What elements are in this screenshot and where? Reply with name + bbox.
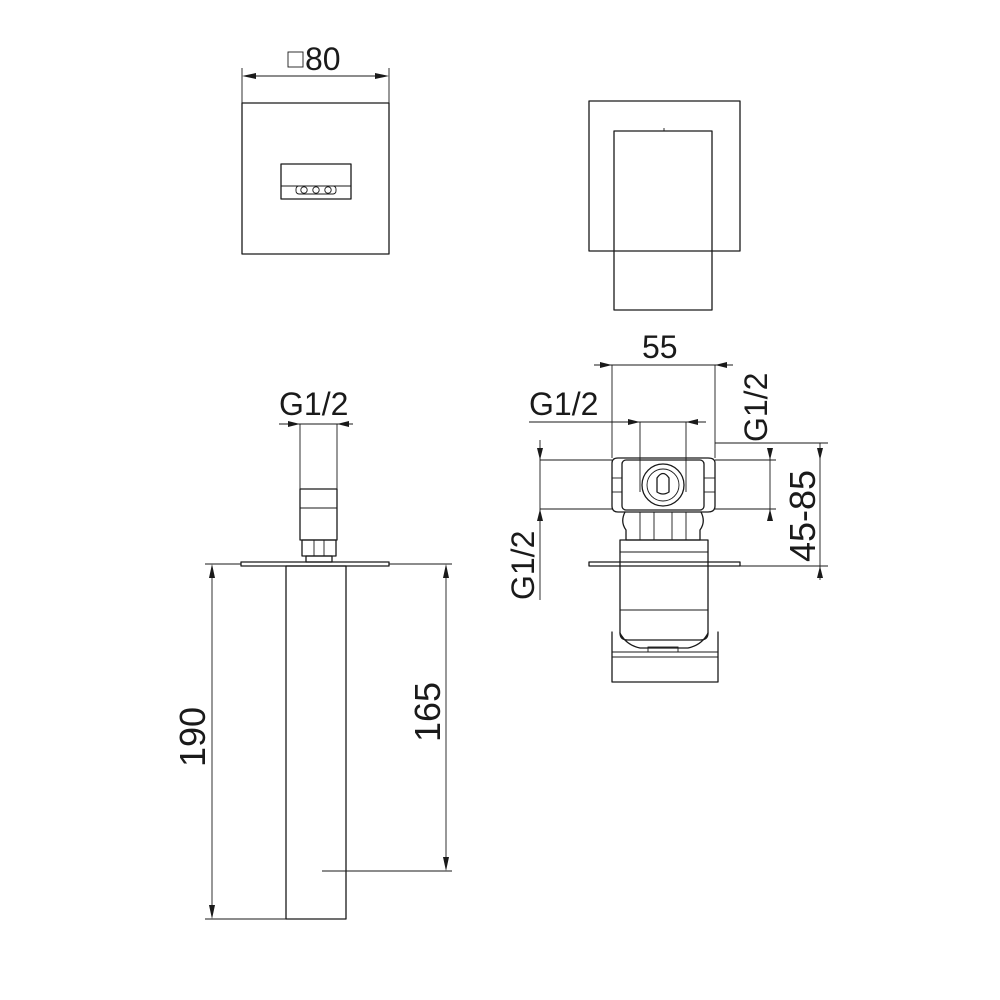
valve-base: [611, 631, 719, 683]
total-height-dimension: 190: [172, 563, 286, 920]
valve-left-thread-dimension: G1/2: [505, 440, 543, 600]
square-size-label: 80: [305, 41, 341, 77]
side-view: [588, 100, 741, 311]
spout-height-label: 165: [407, 682, 448, 742]
valve-right-thread-dimension: G1/2: [738, 373, 774, 521]
spout-height-dimension: 165: [322, 563, 452, 872]
outlet-window: [280, 163, 352, 200]
valve-inner-thread-dimension: G1/2: [529, 386, 706, 478]
wall-depth-dimension: 45-85: [715, 442, 828, 580]
square-plate: [241, 102, 390, 255]
square-symbol-icon: [287, 51, 304, 68]
total-height-label: 190: [172, 707, 213, 767]
valve-cartridge: [619, 539, 709, 649]
wall-depth-label: 45-85: [782, 470, 823, 562]
inlet-connector: [299, 488, 338, 563]
valve-cross: [611, 457, 716, 513]
valve-inner-thread-label: G1/2: [529, 386, 598, 422]
valve-width-label: 55: [642, 329, 678, 365]
spout-side-view: G1/2 190 165: [172, 386, 452, 920]
spout-body: [613, 130, 713, 311]
inlet-thread-dimension: G1/2: [279, 386, 353, 489]
valve-neck: [622, 511, 704, 541]
spout-bar: [285, 565, 347, 920]
front-view: 80: [241, 41, 390, 255]
valve-width-dimension: 55: [594, 329, 733, 458]
square-size-dimension: 80: [241, 41, 390, 103]
valve-wall-plate: [588, 561, 741, 567]
inlet-thread-label: G1/2: [279, 386, 348, 422]
valve-left-thread-label: G1/2: [505, 531, 541, 600]
side-plate: [588, 100, 741, 252]
valve-right-thread-label: G1/2: [738, 373, 774, 442]
valve-body-view: 55 G1/2 G1/2 G1/2: [505, 329, 828, 683]
